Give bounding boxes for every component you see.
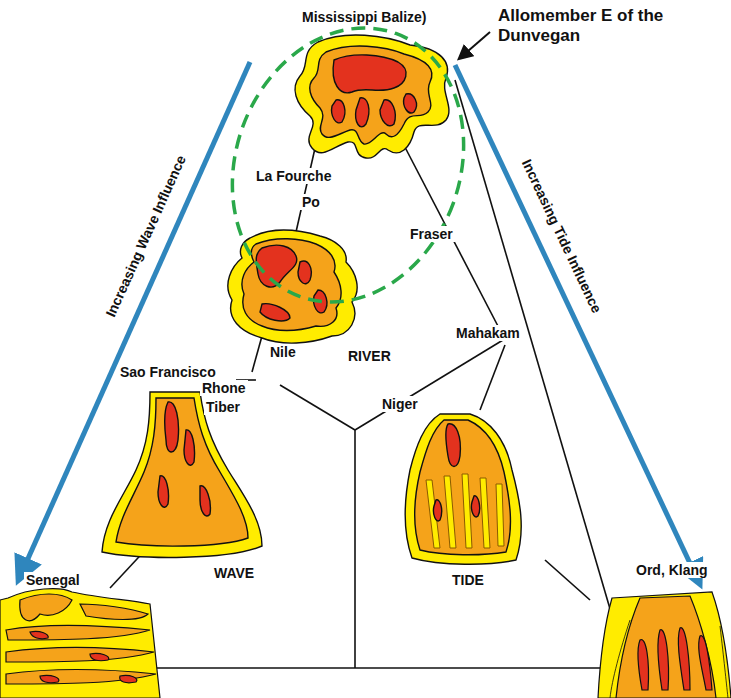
site-name: La Fourche	[254, 168, 333, 184]
end-member-label: WAVE	[212, 565, 256, 581]
wave-delta	[102, 392, 262, 557]
mississippi-delta	[295, 35, 449, 158]
site-name: Niger	[380, 396, 420, 412]
wave-arrow	[22, 62, 250, 572]
ord-klang-delta	[598, 592, 731, 698]
site-name: Po	[300, 194, 322, 210]
end-member-label: RIVER	[346, 348, 393, 364]
site-name: Nile	[268, 344, 298, 360]
end-member-label: TIDE	[450, 572, 486, 588]
senegal-delta	[0, 589, 160, 698]
site-name: Rhone	[200, 380, 248, 396]
classification-lines	[110, 80, 625, 668]
tide-delta	[405, 414, 521, 564]
callout-text: Allomember E of the Dunvegan	[496, 6, 715, 45]
site-name: Senegal	[24, 572, 82, 588]
site-name: Tiber	[204, 399, 242, 415]
highlight-ellipse	[195, 0, 501, 335]
callout-arrow	[460, 32, 490, 58]
site-name: Mississippi Balize)	[300, 9, 428, 25]
site-name: Mahakam	[454, 325, 522, 341]
site-name: Sao Francisco	[118, 364, 218, 380]
site-name: Ord, Klang	[634, 562, 710, 578]
site-name: Fraser	[408, 226, 455, 242]
